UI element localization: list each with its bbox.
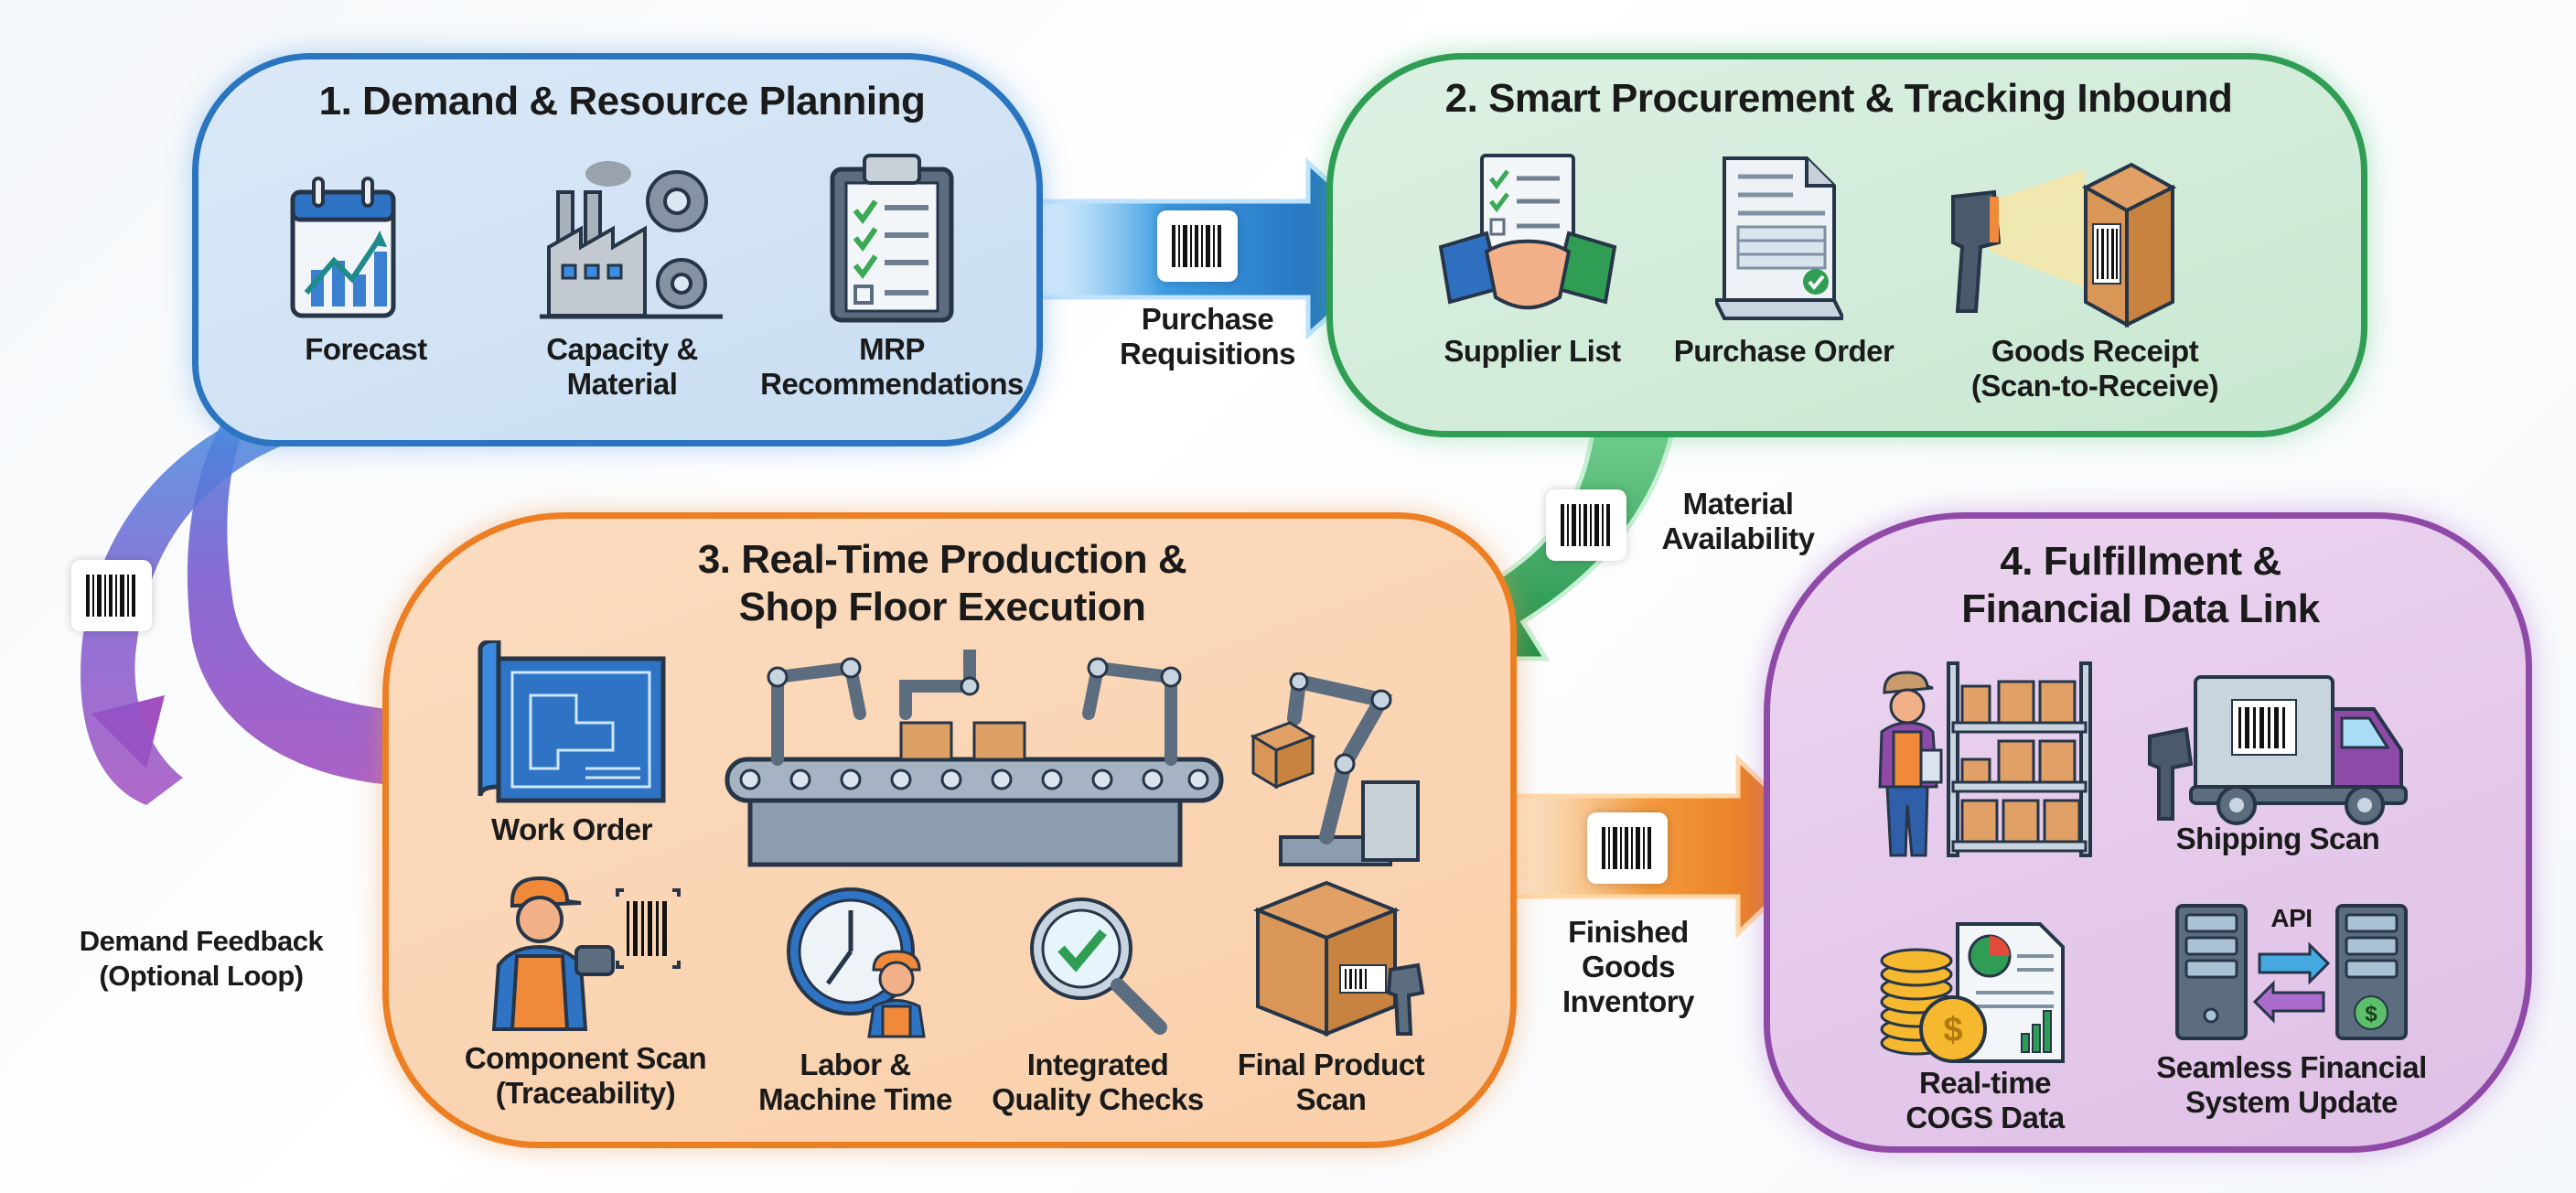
label-cogs-line2: COGS Data	[1905, 1101, 2065, 1134]
svg-text:$: $	[2365, 1002, 2377, 1026]
clipboard-checklist-icon	[830, 154, 954, 323]
barcode-icon	[1172, 225, 1221, 267]
label-cogs-data: Real-time COGS Data	[1875, 1066, 2095, 1135]
label-purchase-line1: Purchase	[1141, 302, 1274, 336]
label-finished-line2: Goods	[1582, 950, 1676, 983]
barcode-icon	[1602, 827, 1651, 869]
barcode-icon	[86, 575, 135, 617]
label-finished-line3: Inventory	[1562, 984, 1695, 1018]
barcode-icon	[1561, 504, 1610, 546]
barcode-tag-material	[1546, 489, 1626, 561]
stage-2-title: 2. Smart Procurement & Tracking Inbound	[1444, 76, 2233, 121]
label-material-line1: Material	[1682, 487, 1794, 521]
label-work-order: Work Order	[491, 812, 652, 846]
factory-gears-icon	[540, 161, 723, 319]
loop-upper-band	[80, 393, 329, 805]
robot-arm-box-icon	[1250, 672, 1420, 866]
robotic-assembly-line-icon	[724, 650, 1224, 867]
label-material-availability: Material Availability	[1647, 487, 1830, 556]
servers-api-icon: $	[2175, 904, 2408, 1040]
stage-3-title: 3. Real-Time Production & Shop Floor Exe…	[585, 536, 1299, 631]
svg-text:$: $	[1943, 1011, 1962, 1049]
stage-4-title: 4. Fulfillment & Financial Data Link	[1903, 538, 2378, 633]
label-capacity-line2: Material	[566, 367, 678, 401]
purchase-order-document-icon	[1715, 156, 1843, 320]
label-final-line1: Final Product	[1237, 1048, 1425, 1081]
label-component-scan: Component Scan (Traceability)	[457, 1041, 714, 1111]
stage-4-title-line1: 4. Fulfillment &	[2000, 539, 2281, 584]
label-final-product-scan: Final Product Scan	[1217, 1048, 1445, 1117]
label-labor-machine-time: Labor & Machine Time	[746, 1048, 965, 1117]
scanner-box-icon	[1951, 162, 2177, 328]
label-mrp-line2: Recommendations	[760, 367, 1024, 401]
label-forecast: Forecast	[305, 332, 427, 366]
label-quality-line2: Quality Checks	[992, 1082, 1204, 1116]
label-component-line1: Component Scan	[464, 1041, 707, 1075]
label-shipping-scan: Shipping Scan	[2175, 822, 2380, 855]
magnifier-check-icon	[1030, 897, 1167, 1035]
coins-report-icon: $	[1880, 922, 2065, 1063]
label-mrp-line1: MRP	[859, 332, 925, 366]
blueprint-icon	[478, 640, 666, 803]
stage-3-title-line1: 3. Real-Time Production &	[697, 537, 1187, 582]
label-cogs-line1: Real-time	[1918, 1066, 2052, 1100]
label-quality-checks: Integrated Quality Checks	[979, 1048, 1217, 1117]
warehouse-worker-shelves-icon	[1878, 661, 2092, 857]
clock-worker-icon	[787, 887, 926, 1038]
label-finished-line1: Finished	[1568, 915, 1689, 949]
label-purchase-order: Purchase Order	[1673, 334, 1894, 368]
label-seamless-financial: Seamless Financial System Update	[2141, 1050, 2442, 1120]
barcode-tag-purchase	[1157, 210, 1238, 282]
calendar-chart-icon	[290, 177, 396, 318]
label-goods-receipt-line1: Goods Receipt	[1991, 334, 2199, 368]
label-labor-line1: Labor &	[800, 1048, 911, 1081]
stage-1-title: 1. Demand & Resource Planning	[318, 79, 926, 124]
label-final-line2: Scan	[1295, 1082, 1367, 1116]
label-labor-line2: Machine Time	[758, 1082, 952, 1116]
barcode-tag-finished	[1587, 812, 1668, 884]
label-demand-feedback: Demand Feedback (Optional Loop)	[64, 924, 338, 994]
label-supplier-list: Supplier List	[1444, 334, 1621, 368]
handshake-document-icon	[1438, 154, 1617, 310]
label-demand-line1: Demand Feedback	[79, 925, 324, 957]
stage-4-title-line2: Financial Data Link	[1961, 586, 2320, 631]
label-finished-goods: Finished Goods Inventory	[1537, 915, 1720, 1019]
label-purchase-line2: Requisitions	[1119, 337, 1296, 371]
stage-3-title-line2: Shop Floor Execution	[738, 585, 1146, 629]
truck-scanner-icon	[2148, 675, 2408, 825]
label-capacity-line1: Capacity &	[546, 332, 698, 366]
label-goods-receipt-line2: (Scan-to-Receive)	[1970, 369, 2219, 403]
box-scanner-icon	[1253, 880, 1425, 1037]
label-goods-receipt: Goods Receipt (Scan-to-Receive)	[1967, 334, 2223, 403]
label-material-line2: Availability	[1661, 521, 1815, 555]
worker-scanner-icon	[491, 876, 681, 1031]
label-mrp-recommendations: MRP Recommendations	[759, 332, 1025, 402]
label-purchase-requisitions: Purchase Requisitions	[1089, 302, 1326, 371]
label-component-line2: (Traceability)	[495, 1076, 676, 1110]
api-label: API	[2270, 904, 2313, 932]
label-quality-line1: Integrated	[1026, 1048, 1169, 1081]
label-capacity-material: Capacity & Material	[531, 332, 714, 402]
label-demand-line2: (Optional Loop)	[99, 960, 304, 992]
label-seamless-line1: Seamless Financial	[2156, 1050, 2427, 1084]
arrow-demand-feedback-loop	[187, 366, 430, 787]
barcode-tag-loop	[71, 560, 152, 631]
label-seamless-line2: System Update	[2185, 1085, 2398, 1119]
